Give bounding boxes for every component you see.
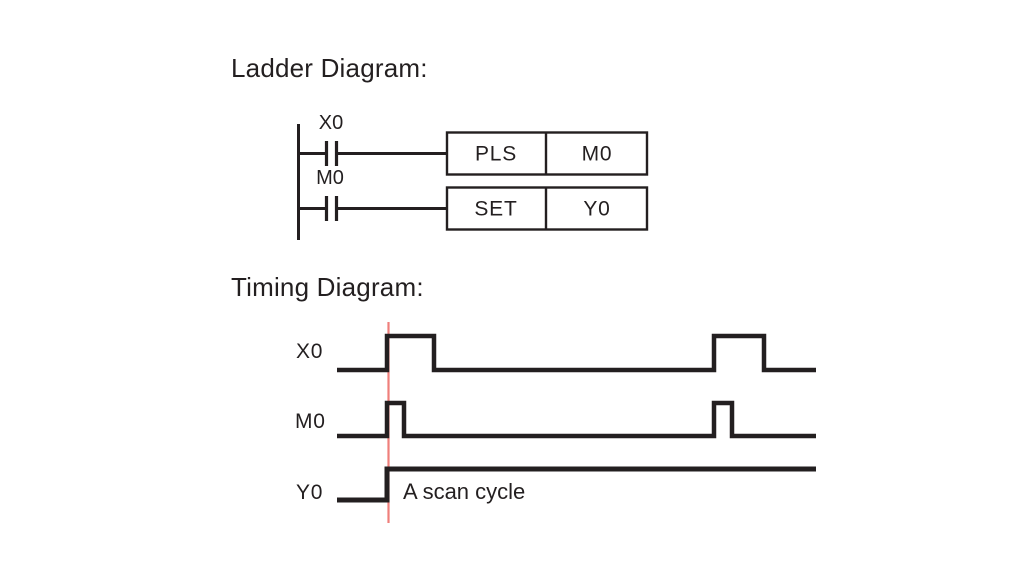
ladder-rung-1 [297, 131, 649, 176]
contact-label-m0: M0 [316, 167, 344, 189]
operand-y0-label: Y0 [583, 197, 611, 221]
instruction-pls-label: PLS [474, 142, 518, 166]
signal-label-y0: Y0 [296, 481, 324, 504]
ladder-diagram-title: Ladder Diagram: [231, 53, 428, 83]
waveform-x0 [337, 333, 816, 373]
instruction-set-label: SET [474, 197, 518, 221]
waveform-y0 [337, 466, 816, 503]
operand-m0-label: M0 [581, 142, 613, 166]
timing-diagram-title: Timing Diagram: [231, 272, 424, 302]
contact-label-x0: X0 [318, 112, 344, 134]
ladder-rung-2 [297, 186, 649, 231]
waveform-m0 [337, 400, 816, 439]
scan-cycle-annotation: A scan cycle [403, 479, 526, 504]
signal-label-m0: M0 [295, 410, 326, 433]
signal-label-x0: X0 [296, 340, 324, 363]
